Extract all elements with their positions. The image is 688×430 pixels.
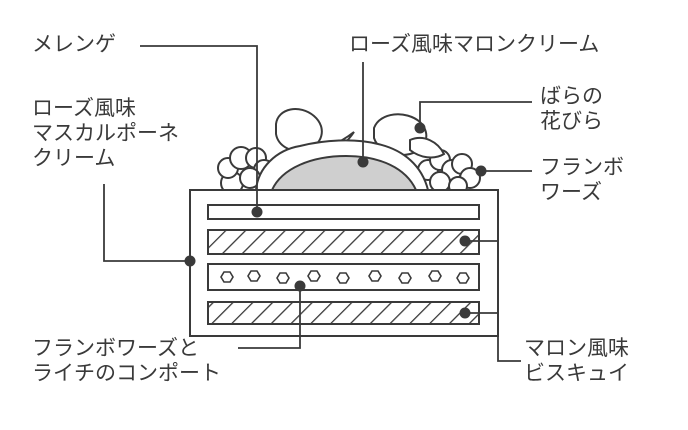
label-rose-mascarpone-cream: ローズ風味 マスカルポーネ クリーム bbox=[32, 96, 179, 170]
rose-petal-far-right bbox=[409, 136, 446, 159]
meringue-layer bbox=[207, 204, 480, 220]
leader-dots bbox=[184, 122, 487, 319]
leader-lines bbox=[103, 45, 532, 362]
dot-rose-mascarpone bbox=[184, 255, 196, 267]
rose-petal-left bbox=[275, 108, 323, 152]
dot-petals bbox=[414, 122, 426, 134]
biscuit-layer-top bbox=[207, 229, 480, 255]
leader-meringue bbox=[140, 45, 258, 212]
cake-topping bbox=[217, 108, 481, 196]
compote-fruit-pieces bbox=[220, 270, 470, 284]
leader-compote bbox=[238, 286, 301, 349]
dot-biscuit-bottom bbox=[459, 307, 471, 319]
label-rose-marron-cream: ローズ風味マロンクリーム bbox=[349, 32, 600, 56]
label-framboise-litchi-compote: フランボワーズと ライチのコンポート bbox=[32, 336, 221, 385]
dot-rose-marron bbox=[357, 156, 369, 168]
label-meringue: メレンゲ bbox=[32, 32, 116, 56]
leader-rose-mascarpone bbox=[103, 184, 190, 262]
marron-cream-dome bbox=[270, 154, 418, 191]
cake-body bbox=[189, 189, 499, 337]
leader-petals bbox=[419, 101, 532, 128]
label-rose-petals: ばらの 花びら bbox=[540, 84, 603, 133]
leader-biscuit-stem bbox=[497, 241, 521, 362]
dot-meringue bbox=[251, 206, 263, 218]
dot-compote bbox=[294, 280, 306, 292]
dot-framboise bbox=[475, 165, 487, 177]
dot-biscuit-top bbox=[459, 235, 471, 247]
label-framboise: フランボ ワーズ bbox=[540, 155, 624, 204]
biscuit-layer-bottom bbox=[207, 301, 480, 325]
label-marron-biscuit: マロン風味 ビスキュイ bbox=[524, 336, 629, 385]
